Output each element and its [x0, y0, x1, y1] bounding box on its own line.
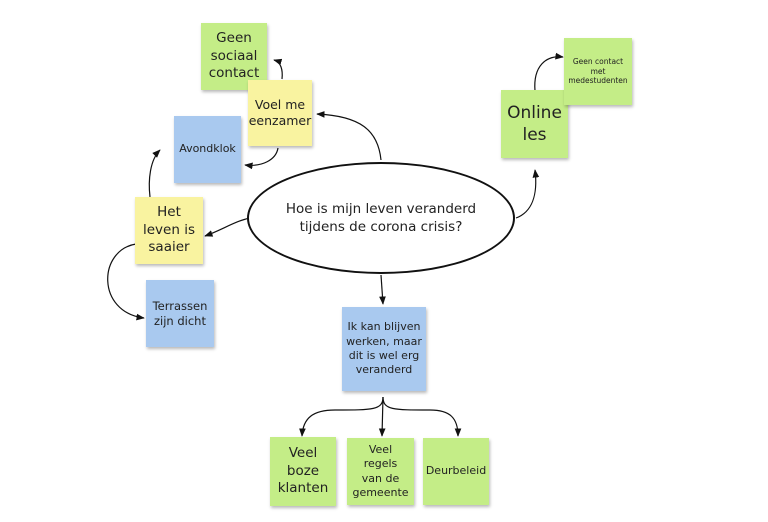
- arrow-to-terrassen: [107, 243, 145, 321]
- note-line: les: [522, 125, 547, 145]
- note-line: Voel me: [254, 96, 306, 112]
- note-line: van de: [361, 471, 400, 485]
- note-line: Deurbeleid: [425, 464, 487, 478]
- central-question-node: Hoe is mijn leven veranderd tijdens de c…: [247, 162, 515, 274]
- brace-right: [382, 396, 462, 437]
- note-line: zijn dicht: [153, 313, 206, 328]
- note-line: Terrassen: [152, 298, 208, 313]
- note-line: medestudenten: [568, 76, 628, 86]
- note-line: klanten: [277, 480, 329, 497]
- central-question-line-1: Hoe is mijn leven veranderd: [285, 200, 477, 217]
- sticky-veel-boze-klanten: Veel boze klanten: [270, 437, 336, 506]
- note-line: boze: [286, 462, 320, 479]
- note-line: Geen contact: [572, 56, 624, 66]
- brace-center: [378, 396, 386, 437]
- note-line: Ik kan blijven: [347, 320, 421, 334]
- sticky-het-leven-is-saaier: Het leven is saaier: [135, 197, 203, 264]
- note-line: Veel regels: [363, 442, 398, 471]
- sticky-geen-contact-met-medestudenten: Geen contact met medestudenten: [564, 38, 632, 105]
- arrow-to-geen-sociaal-contact: [273, 58, 283, 80]
- arrow-to-avondklok: [244, 147, 279, 170]
- arrow-to-ik-kan-blijven-werken: [379, 274, 386, 305]
- sticky-veel-regels-van-de-gemeente: Veel regels van de gemeente: [347, 438, 414, 505]
- sticky-online-les: Online les: [501, 90, 568, 158]
- arrow-to-online-les: [515, 169, 540, 219]
- sticky-deurbeleid: Deurbeleid: [423, 438, 489, 505]
- sticky-avondklok: Avondklok: [174, 116, 241, 183]
- note-line: veranderd: [355, 363, 413, 377]
- arrow-to-geen-contact: [534, 52, 564, 92]
- note-line: leven is: [143, 221, 195, 238]
- brace-left: [299, 396, 384, 437]
- arrow-het-leven-to-avondklok: [148, 149, 161, 198]
- note-line: Online: [507, 102, 562, 123]
- arrow-to-het-leven-is-saaier: [204, 217, 251, 237]
- note-line: saaier: [148, 239, 190, 256]
- sticky-geen-sociaal-contact: Geen sociaal contact: [201, 23, 267, 90]
- note-line: met: [590, 66, 606, 76]
- central-question-line-2: tijdens de corona crisis?: [299, 219, 463, 235]
- note-line: sociaal: [210, 47, 258, 64]
- arrow-to-voel-me-eenzamer: [316, 110, 382, 161]
- sticky-voel-me-eenzamer: Voel me eenzamer: [248, 80, 312, 146]
- sticky-ik-kan-blijven-werken: Ik kan blijven werken, maar dit is wel e…: [342, 307, 426, 391]
- note-line: gemeente: [352, 485, 409, 499]
- note-line: dit is wel erg: [348, 349, 420, 362]
- note-line: eenzamer: [248, 113, 312, 128]
- note-line: Avondklok: [179, 142, 236, 156]
- note-line: Het: [157, 204, 181, 221]
- note-line: Veel: [288, 445, 318, 462]
- sticky-terrassen-zijn-dicht: Terrassen zijn dicht: [146, 280, 214, 347]
- note-line: contact: [208, 65, 260, 82]
- note-line: werken, maar: [346, 334, 422, 348]
- note-line: Geen: [216, 30, 252, 47]
